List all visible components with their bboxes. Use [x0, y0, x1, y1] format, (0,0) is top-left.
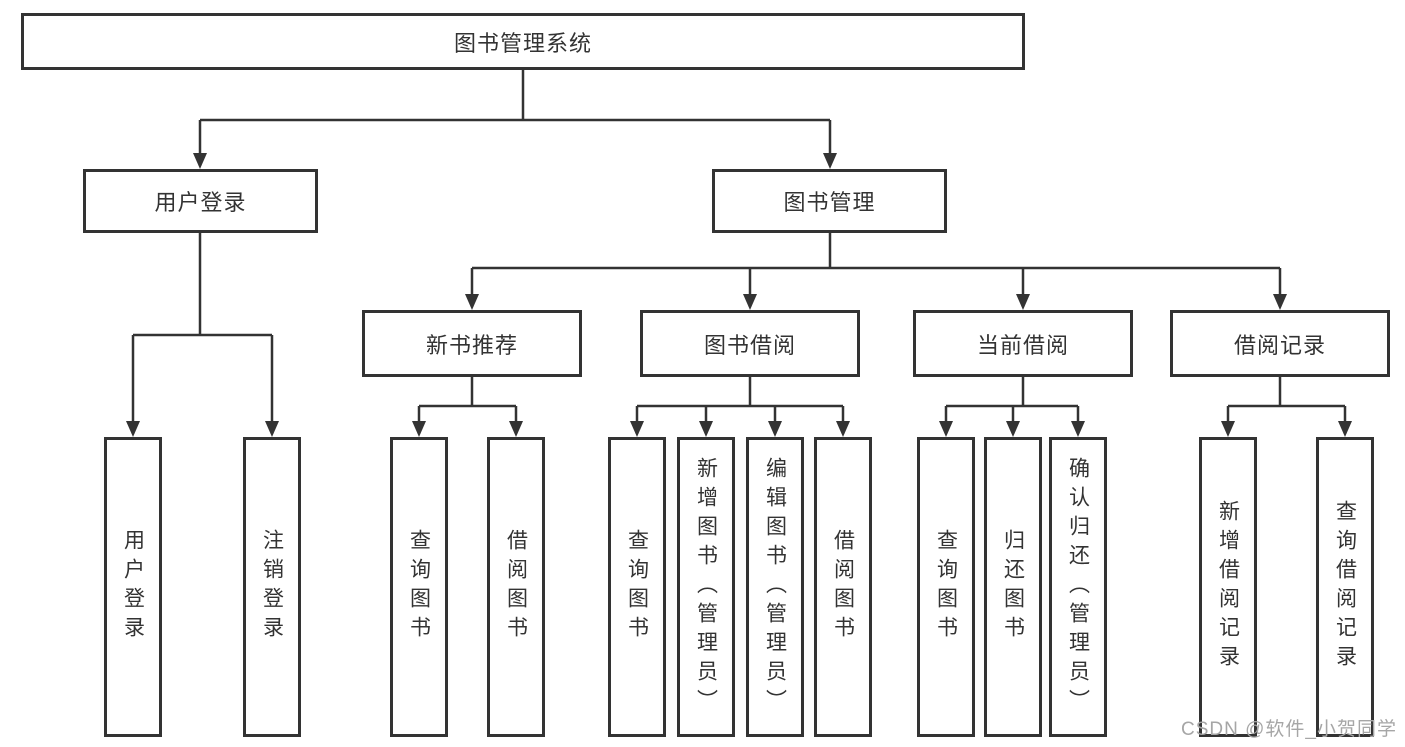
node-current-borrow-label: 当前借阅	[976, 332, 1069, 358]
node-leaf-current-confirm-return: 确认归还（管理员）	[1049, 437, 1107, 737]
node-leaf-borrow-query-books: 查询图书	[608, 437, 666, 737]
arrowheads-userlogin-leaves	[126, 421, 279, 437]
node-root: 图书管理系统	[21, 13, 1025, 70]
arrowheads-level2	[193, 153, 837, 169]
node-leaf-current-query-books: 查询图书	[917, 437, 975, 737]
node-leaf-records-add-record: 新增借阅记录	[1199, 437, 1257, 737]
connector-borrowrecords-to-leaves	[1226, 377, 1347, 434]
node-leaf-rec-query-books: 查询图书	[390, 437, 448, 737]
node-leaf-borrow-edit-books: 编辑图书（管理员）	[746, 437, 804, 737]
node-book-borrow: 图书借阅	[640, 310, 860, 377]
node-user-login-label: 用户登录	[154, 190, 247, 215]
connector-currentborrow-to-leaves	[944, 377, 1080, 434]
connector-root-to-level2	[198, 70, 832, 166]
node-book-management-label: 图书管理	[783, 190, 876, 215]
node-book-borrow-label: 图书借阅	[703, 332, 796, 358]
arrowheads-currentborrow-leaves	[939, 421, 1085, 437]
connector-userlogin-to-leaves	[131, 233, 274, 434]
leaf-label: 查询借阅记录	[1333, 500, 1357, 674]
leaf-label: 借阅图书	[504, 529, 528, 645]
node-borrow-records: 借阅记录	[1170, 310, 1390, 377]
node-root-label: 图书管理系统	[453, 30, 592, 56]
arrowheads-level3	[465, 294, 1287, 310]
leaf-label: 查询图书	[625, 529, 649, 645]
connector-newbookrec-to-leaves	[417, 377, 518, 434]
leaf-label: 查询图书	[934, 529, 958, 645]
leaf-label: 注销登录	[260, 529, 284, 645]
leaf-label: 查询图书	[407, 529, 431, 645]
node-leaf-rec-borrow-books: 借阅图书	[487, 437, 545, 737]
csdn-watermark: CSDN @软件_小贺同学	[1181, 719, 1397, 740]
leaf-label: 归还图书	[1001, 529, 1025, 645]
leaf-label: 新增图书（管理员）	[694, 456, 718, 718]
node-leaf-current-return-books: 归还图书	[984, 437, 1042, 737]
node-leaf-logout: 注销登录	[243, 437, 301, 737]
node-leaf-user-login: 用户登录	[104, 437, 162, 737]
leaf-label: 借阅图书	[831, 529, 855, 645]
node-new-book-recommend-label: 新书推荐	[425, 332, 518, 358]
node-new-book-recommend: 新书推荐	[362, 310, 582, 377]
leaf-label: 确认归还（管理员）	[1066, 456, 1090, 718]
arrowheads-borrowrecords-leaves	[1221, 421, 1352, 437]
arrowheads-bookborrow-leaves	[630, 421, 850, 437]
leaf-label: 编辑图书（管理员）	[763, 456, 787, 718]
leaf-label: 新增借阅记录	[1216, 500, 1240, 674]
node-leaf-borrow-add-books: 新增图书（管理员）	[677, 437, 735, 737]
node-book-management: 图书管理	[712, 169, 947, 233]
connector-bookmgmt-to-level3	[470, 233, 1282, 307]
node-leaf-records-query-record: 查询借阅记录	[1316, 437, 1374, 737]
connector-bookborrow-to-leaves	[635, 377, 845, 434]
leaf-label: 用户登录	[121, 529, 145, 645]
arrowheads-newbookrec-leaves	[412, 421, 523, 437]
node-current-borrow: 当前借阅	[913, 310, 1133, 377]
node-user-login: 用户登录	[83, 169, 318, 233]
node-leaf-borrow-borrow-books: 借阅图书	[814, 437, 872, 737]
node-borrow-records-label: 借阅记录	[1233, 332, 1326, 358]
